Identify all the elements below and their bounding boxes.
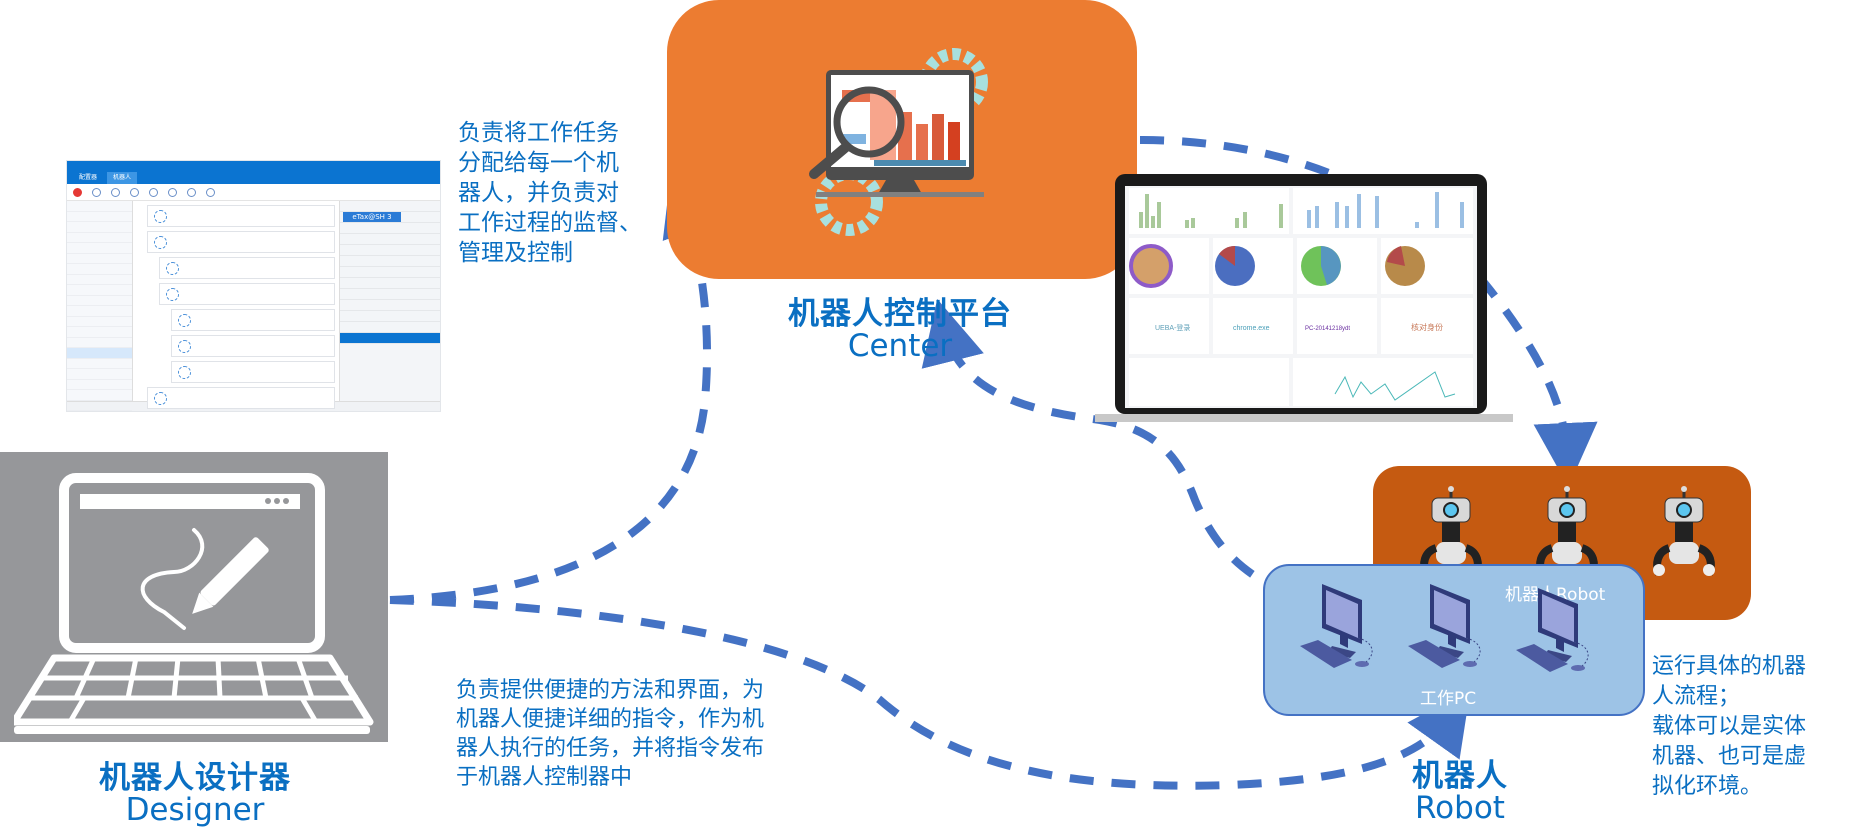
center-title-en: Center	[847, 328, 953, 364]
monitor-analytics-magnifier-icon	[809, 48, 988, 236]
dashboard-word-clouds: UEBA-登录 chrome.exe PC-20141218ydt 核对身份	[1129, 298, 1473, 354]
robot-icon	[1651, 486, 1717, 584]
dashboard-bar-chart-green	[1129, 188, 1289, 234]
designer-app-titlebar	[67, 161, 440, 172]
robot-title-cn: 机器人	[1412, 758, 1508, 794]
tool-icon	[168, 187, 177, 197]
dashboard-bar-chart-blue	[1293, 188, 1473, 234]
center-box	[667, 0, 1137, 279]
filter-icon	[130, 187, 139, 197]
tool-icon	[149, 187, 158, 197]
dashboard-bottom-charts	[1129, 358, 1473, 406]
designer-app-flow: eTax@SH 3	[133, 201, 401, 409]
designer-tab-config: 配置器	[79, 174, 98, 181]
dashboard-laptop: UEBA-登录 chrome.exe PC-20141218ydt 核对身份	[1095, 174, 1513, 422]
designer-description: 负责提供便捷的方法和界面，为 机器人便捷详细的指令，作为机 器人执行的任务，并将…	[456, 678, 765, 790]
wordcloud-label-pc: PC-20141218ydt	[1305, 326, 1350, 332]
designer-app-sidebar	[67, 201, 133, 411]
designer-app-properties	[339, 201, 440, 401]
arrow-designer-to-robot	[389, 596, 1471, 790]
robot-title-en: Robot	[1415, 790, 1505, 826]
etax-banner: eTax@SH 3	[343, 212, 401, 222]
wordcloud-label-chrome: chrome.exe	[1233, 325, 1270, 332]
wordcloud-label-ueba: UEBA-登录	[1155, 323, 1190, 332]
dashboard-pie-charts	[1129, 238, 1473, 294]
play-icon	[92, 187, 101, 197]
desktop-pc-icon	[1300, 578, 1390, 674]
designer-app-tabs: 配置器 机器人	[67, 172, 440, 184]
designer-app-screenshot: 配置器 机器人 eTax@SH 3	[66, 160, 441, 412]
tool-icon	[187, 187, 196, 197]
designer-title-en: Designer	[125, 792, 265, 828]
robot-description: 运行具体的机器 人流程； 载体可以是实体 机器、也可是虚 拟化环境。	[1652, 654, 1807, 799]
desktop-pc-icon	[1516, 582, 1606, 678]
robot-icon	[1534, 486, 1600, 584]
arrow-robot-to-center	[921, 298, 1331, 609]
work-pc-label: 工作PC	[1420, 689, 1477, 709]
desktop-pc-icon	[1408, 578, 1498, 674]
designer-tab-robot: 机器人	[107, 172, 138, 184]
wordcloud-label-verify: 核对身份	[1411, 322, 1443, 332]
designer-app-toolbar	[67, 184, 440, 201]
laptop-pencil-icon	[14, 473, 374, 734]
center-description: 负责将工作任务 分配给每一个机 器人，并负责对 工作过程的监督、 管理及控制	[458, 120, 642, 266]
designer-title-cn: 机器人设计器	[99, 760, 291, 796]
stop-icon	[73, 187, 82, 197]
center-title-cn: 机器人控制平台	[788, 296, 1012, 332]
tool-icon	[206, 187, 215, 197]
designer-box	[0, 452, 388, 742]
cancel-icon	[111, 187, 120, 197]
